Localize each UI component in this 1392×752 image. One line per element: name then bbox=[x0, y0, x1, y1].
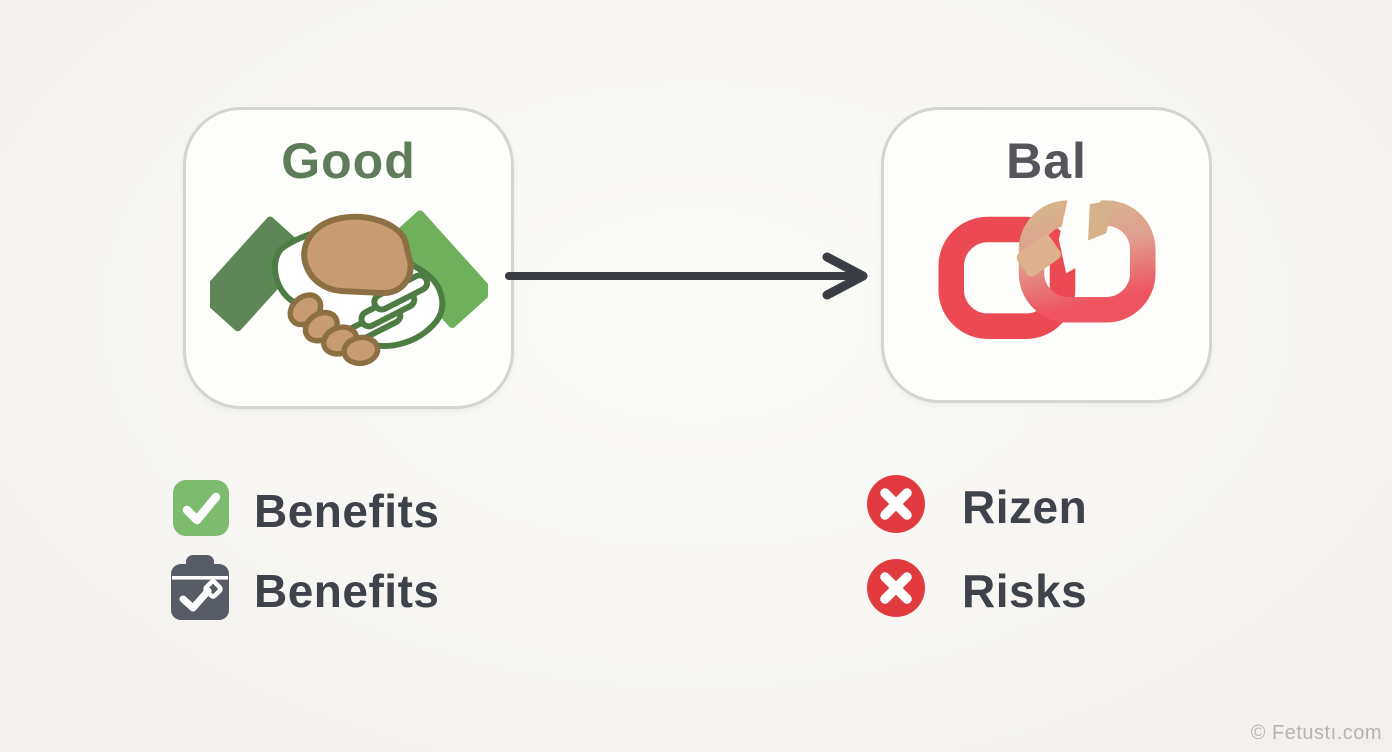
clipboard-check-icon bbox=[168, 553, 232, 628]
check-square-icon bbox=[172, 479, 230, 542]
good-list-item-2: Benefits bbox=[168, 553, 439, 628]
broken-chain-link-icon bbox=[933, 191, 1161, 356]
flow-arrow bbox=[505, 252, 880, 300]
bad-list-item-label: Rizen bbox=[962, 480, 1088, 533]
handshake-icon bbox=[198, 191, 493, 394]
x-circle-icon bbox=[866, 474, 926, 539]
good-card: Good bbox=[183, 107, 514, 409]
bad-list-item-1: Rizen bbox=[866, 474, 1087, 539]
watermark: © Fetustı.com bbox=[1250, 722, 1382, 744]
bad-list-item-label: Risks bbox=[962, 564, 1088, 617]
good-list-item-1: Benefits bbox=[172, 479, 439, 542]
bad-card: Bal bbox=[881, 107, 1212, 403]
bad-card-title: Bal bbox=[1006, 133, 1087, 189]
x-circle-icon bbox=[866, 558, 926, 623]
bad-list-item-2: Risks bbox=[866, 558, 1087, 623]
good-list-item-label: Benefits bbox=[254, 564, 440, 617]
good-card-title: Good bbox=[281, 133, 416, 189]
good-list-item-label: Benefits bbox=[254, 484, 440, 537]
